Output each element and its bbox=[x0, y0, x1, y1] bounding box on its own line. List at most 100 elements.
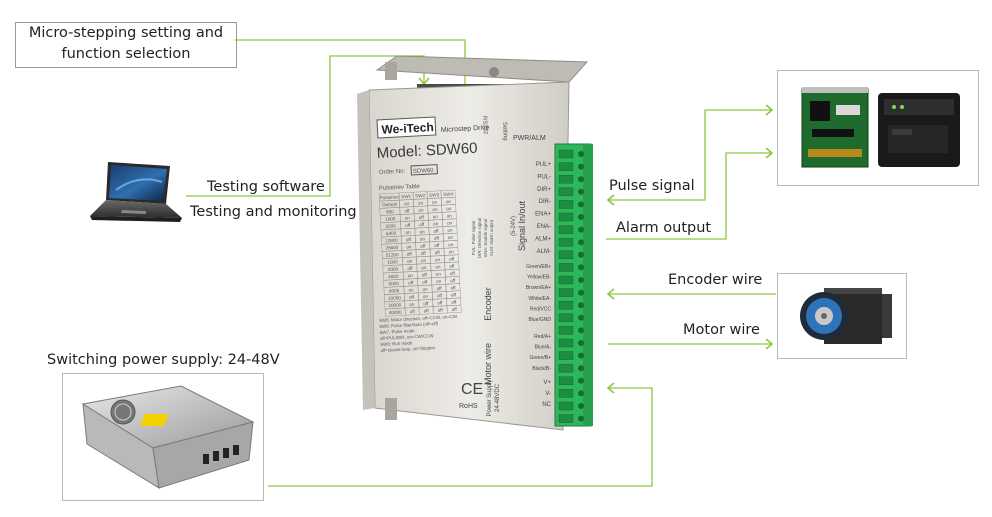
driver-device: We-iTech Microstep Drive Model: SDW60 Or… bbox=[357, 55, 593, 431]
power-supply-image bbox=[81, 385, 255, 489]
terminal-side bbox=[583, 144, 593, 426]
signal-pin-label: DIR+ bbox=[537, 187, 551, 193]
table-cell: off bbox=[434, 243, 440, 248]
table-cell: on bbox=[421, 258, 427, 263]
power-supply-label: Switching power supply: 24-48V bbox=[47, 352, 280, 368]
terminal-screw-slot bbox=[558, 389, 574, 398]
pin-note: DIR: Direction signal bbox=[477, 218, 482, 258]
terminal-screw-slot bbox=[558, 200, 574, 209]
table-cell: on bbox=[432, 200, 438, 205]
terminal-screw-slot bbox=[558, 376, 574, 386]
ce-mark: CE bbox=[461, 381, 483, 398]
table-cell: off bbox=[420, 243, 426, 248]
notes-group: SW5: Motor direction, off=CCW, on=CWSW6:… bbox=[379, 314, 458, 353]
signal-pin-label: ALM- bbox=[537, 249, 551, 255]
table-cell: off bbox=[435, 250, 441, 255]
terminal-screw-slot bbox=[558, 313, 574, 323]
power-connector bbox=[268, 387, 653, 487]
table-cell: on bbox=[406, 244, 412, 249]
table-cell: off bbox=[437, 293, 443, 298]
terminal-screw-slot bbox=[558, 263, 574, 272]
model-text: Model: SDW60 bbox=[376, 140, 478, 162]
table-cell: off bbox=[419, 222, 425, 227]
rohs-mark: RoHS bbox=[459, 403, 478, 410]
pin-note: PUL: Pulse signal bbox=[471, 221, 476, 256]
table-cell: off bbox=[451, 307, 457, 312]
motor-group-label: Motor wire bbox=[483, 343, 493, 385]
terminal-screw-slot bbox=[558, 351, 574, 360]
table-cell: 800 bbox=[386, 209, 394, 214]
table-cell: off bbox=[404, 208, 410, 213]
terminal-screw-slot bbox=[558, 187, 574, 197]
encoder-wire-label: Encoder wire bbox=[668, 272, 763, 288]
table-cell: off bbox=[422, 279, 428, 284]
table-cell: off bbox=[434, 235, 440, 240]
table-cell: Default bbox=[382, 202, 398, 208]
settings-note: SW8: Run mode bbox=[380, 340, 413, 347]
settings-note: SW7: Pulse mode bbox=[379, 328, 415, 335]
controller-image bbox=[801, 87, 960, 168]
terminal-hole bbox=[578, 377, 584, 384]
table-cell: 40000 bbox=[389, 310, 402, 316]
table-header: SW2 bbox=[415, 193, 426, 199]
motor-pin-label: Black/B- bbox=[532, 366, 551, 372]
settings-note: SW5: Motor direction, off=CCW, on=CW bbox=[379, 314, 458, 323]
table-cell: 1000 bbox=[387, 259, 398, 265]
terminal-screw-slot bbox=[558, 250, 574, 260]
signal-pin-label: ENA+ bbox=[535, 212, 551, 218]
terminal-hole bbox=[578, 289, 584, 296]
table-cell: off bbox=[407, 266, 413, 271]
terminal-hole bbox=[578, 239, 584, 246]
table-cell: off bbox=[451, 299, 457, 304]
table-cell-border bbox=[446, 304, 462, 314]
terminal-screw-slot bbox=[558, 275, 574, 285]
terminal-hole bbox=[578, 251, 584, 258]
table-cell: 10000 bbox=[388, 295, 401, 301]
terminal-hole bbox=[578, 214, 584, 220]
power-arrow-icon bbox=[606, 382, 615, 394]
table-cell: off bbox=[450, 285, 456, 290]
table-cell: 20000 bbox=[388, 302, 401, 308]
motor-image bbox=[800, 288, 892, 344]
table-cell: on bbox=[446, 199, 452, 204]
table-cell: on bbox=[407, 259, 413, 264]
table-cell: on bbox=[436, 279, 442, 284]
table-cell: on bbox=[447, 220, 453, 225]
table-cell: 51200 bbox=[386, 252, 399, 258]
terminal-screw-slot bbox=[558, 326, 574, 335]
encoder-pin-label: Blue/GND bbox=[528, 317, 551, 323]
motor-pin-label: Blue/A- bbox=[535, 345, 552, 351]
pwr-alm-label: PWR/ALM bbox=[513, 135, 546, 142]
encoder-pin-label: Green/EB+ bbox=[526, 264, 551, 270]
terminal-hole bbox=[578, 264, 584, 271]
signal-pin-label: ENA- bbox=[537, 224, 551, 230]
table-cell: off bbox=[406, 237, 412, 242]
pin-note: ALM: Alarm output bbox=[489, 219, 494, 256]
encoder-group-label: Encoder bbox=[483, 287, 493, 321]
table-cell: off bbox=[451, 292, 457, 297]
subtitle-text: Microstep Drive bbox=[441, 124, 490, 134]
table-cell: off bbox=[423, 301, 429, 306]
table-cell: on bbox=[448, 249, 454, 254]
terminal-hole bbox=[578, 188, 584, 195]
table-cell: on bbox=[447, 213, 453, 218]
pulse-connector bbox=[608, 109, 772, 201]
brand-text: We-iTech bbox=[381, 120, 434, 137]
rs232-label: RS232 bbox=[481, 116, 488, 135]
signal-pin-label: ALM+ bbox=[535, 236, 551, 242]
testing-software-label: Testing software bbox=[207, 179, 325, 195]
table-title: Pulse/rev Table bbox=[379, 184, 421, 192]
pulse-arrow-right-icon bbox=[765, 104, 774, 116]
terminal-hole bbox=[578, 163, 584, 170]
terminal-hole bbox=[578, 151, 584, 157]
motor-pin-label: Green/B+ bbox=[529, 355, 551, 361]
table-cell: off bbox=[436, 286, 442, 291]
table-cell: 5000 bbox=[388, 281, 399, 287]
terminal-hole bbox=[578, 277, 584, 283]
table-cell: on bbox=[448, 242, 454, 247]
table-cell: 3200 bbox=[385, 223, 396, 229]
terminal-screw-slot bbox=[558, 363, 574, 373]
